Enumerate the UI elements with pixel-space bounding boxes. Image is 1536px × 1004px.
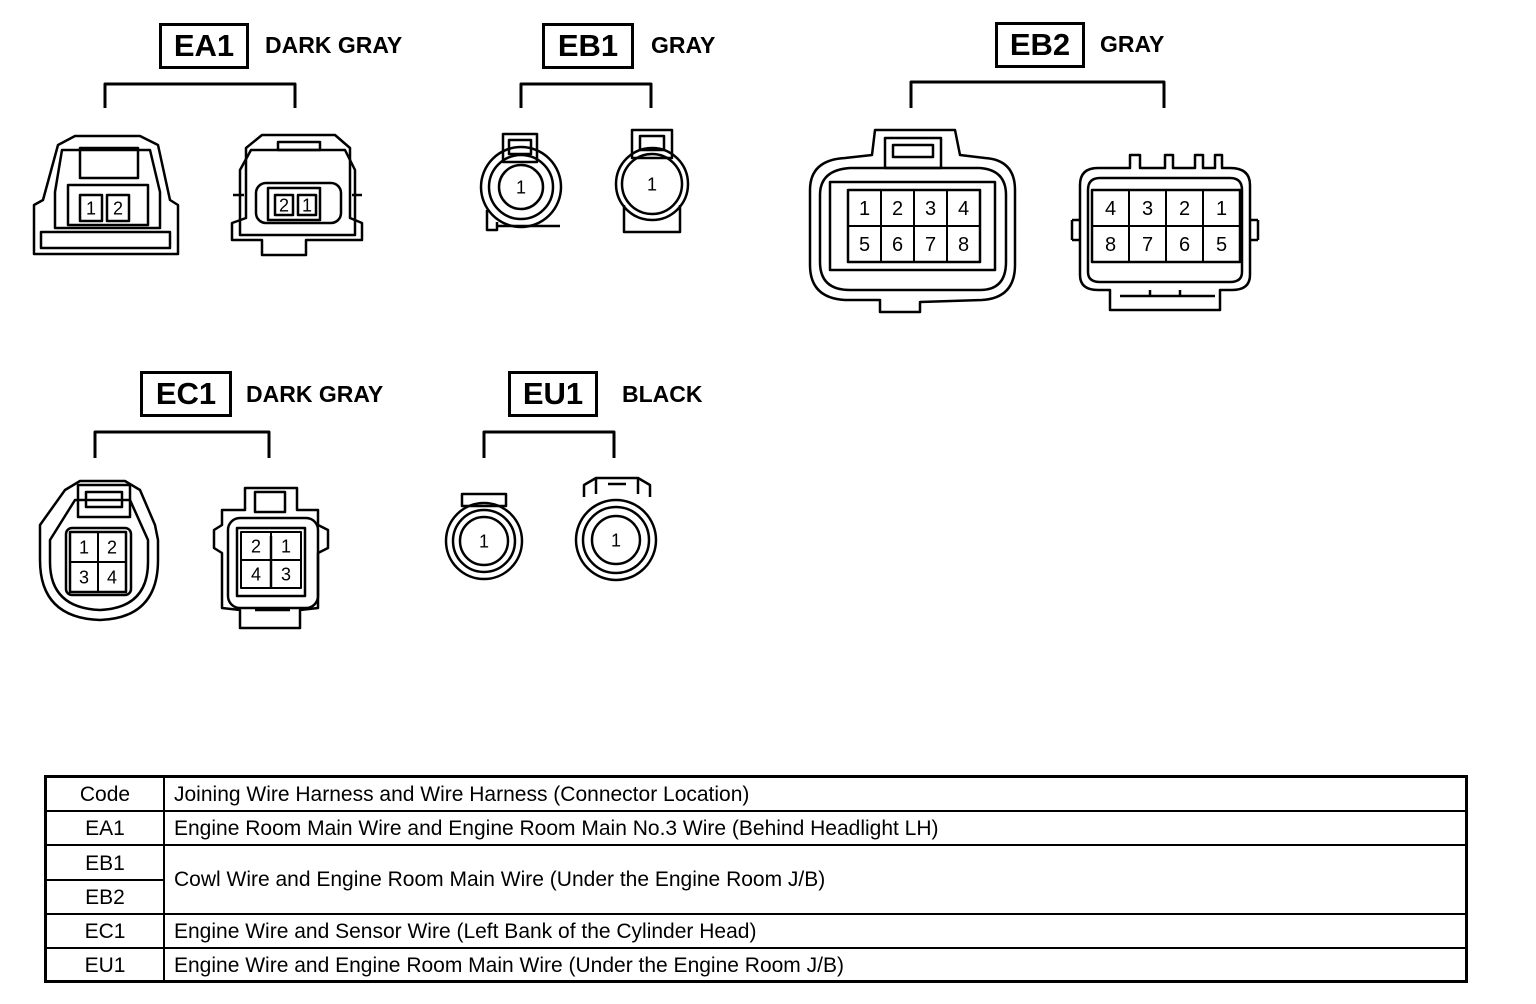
pin-cell — [274, 194, 294, 216]
table-row: EU1 Engine Wire and Engine Room Main Wir… — [47, 949, 1465, 983]
pin-number-ec1: 3 — [281, 564, 291, 584]
pin-number-eb1: 1 — [516, 177, 526, 197]
color-label-eb1: GRAY — [651, 32, 716, 58]
connector-ea1-right — [230, 133, 364, 257]
pin-cell — [297, 194, 317, 216]
bracket-eu1 — [482, 430, 616, 458]
table-row: EC1 Engine Wire and Sensor Wire (Left Ba… — [47, 915, 1465, 949]
pin-number-ec1: 2 — [251, 536, 261, 556]
table-divider — [163, 778, 165, 980]
pin-number-eb2: 3 — [925, 198, 936, 220]
table-cell-code: EA1 — [85, 817, 125, 840]
pin-number-ea1: 1 — [302, 195, 312, 215]
connector-location-table: Code Joining Wire Harness and Wire Harne… — [44, 775, 1468, 983]
bracket-eb2 — [909, 80, 1166, 108]
code-box-eu1: EU1 — [508, 371, 598, 417]
pin-number-ec1: 4 — [107, 567, 117, 587]
pin-cell — [946, 225, 981, 263]
pin-number-eb2: 6 — [1179, 234, 1190, 256]
pin-number-eu1: 1 — [611, 530, 621, 550]
pin-number-eb2: 2 — [1179, 198, 1190, 220]
pin-number-eu1: 1 — [479, 531, 489, 551]
pin-cell — [270, 559, 302, 589]
color-label-ec1: DARK GRAY — [246, 381, 384, 407]
color-label-ea1: DARK GRAY — [265, 32, 403, 58]
table-cell-code: EB1 — [85, 852, 125, 875]
bracket-ec1 — [93, 430, 271, 458]
connector-eb1-left — [479, 132, 563, 232]
pin-number-eb2: 7 — [1142, 234, 1153, 256]
code-box-eb2: EB2 — [995, 22, 1085, 68]
connector-eb1-right — [614, 128, 690, 234]
pin-number-eb2: 6 — [892, 234, 903, 256]
pin-cell — [97, 561, 127, 593]
pin-number-eb2: 5 — [1216, 234, 1227, 256]
pin-number-ea1: 1 — [86, 198, 96, 218]
color-label-eu1: BLACK — [622, 381, 703, 407]
pin-number-ec1: 4 — [251, 564, 261, 584]
bracket-eb1 — [519, 82, 653, 108]
pin-number-ea1: 2 — [279, 195, 289, 215]
table-cell-desc: Engine Wire and Sensor Wire (Left Bank o… — [174, 920, 757, 943]
pin-number-ec1: 1 — [281, 536, 291, 556]
table-cell-code: EU1 — [84, 954, 126, 977]
table-header-code: Code — [79, 783, 131, 806]
code-box-ec1: EC1 — [140, 371, 232, 417]
connector-eu1-right — [574, 476, 658, 582]
table-row: EB1 EB2 Cowl Wire and Engine Room Main W… — [47, 846, 1465, 915]
pin-number-eb2: 3 — [1142, 198, 1153, 220]
code-box-ea1: EA1 — [159, 23, 249, 69]
pin-number-ec1: 3 — [79, 567, 89, 587]
pin-number-eb2: 8 — [1105, 234, 1116, 256]
pin-cell — [1202, 225, 1241, 263]
code-box-eb1: EB1 — [542, 23, 634, 69]
pin-number-eb2: 1 — [859, 198, 870, 220]
table-header-desc: Joining Wire Harness and Wire Harness (C… — [174, 783, 750, 806]
pin-number-eb2: 5 — [859, 234, 870, 256]
pin-number-eb2: 4 — [1105, 198, 1116, 220]
table-row: EA1 Engine Room Main Wire and Engine Roo… — [47, 812, 1465, 846]
table-cell-code: EB2 — [85, 886, 125, 909]
connector-eu1-left — [444, 492, 524, 581]
table-cell-desc: Cowl Wire and Engine Room Main Wire (Und… — [174, 868, 826, 891]
table-cell-code: EC1 — [84, 920, 126, 943]
pin-number-eb2: 2 — [892, 198, 903, 220]
connector-ea1-left — [32, 134, 180, 256]
pin-number-eb2: 7 — [925, 234, 936, 256]
pin-number-eb2: 4 — [958, 198, 969, 220]
connector-eb2-left — [808, 128, 1017, 314]
table-cell-desc: Engine Room Main Wire and Engine Room Ma… — [174, 817, 939, 840]
pin-number-eb2: 8 — [958, 234, 969, 256]
pin-number-ec1: 1 — [79, 537, 89, 557]
table-cell-desc: Engine Wire and Engine Room Main Wire (U… — [174, 954, 844, 977]
table-sub-divider — [47, 879, 163, 881]
bracket-ea1 — [103, 82, 297, 108]
pin-number-eb1: 1 — [647, 174, 657, 194]
pin-number-ea1: 2 — [113, 198, 123, 218]
pin-number-ec1: 2 — [107, 537, 117, 557]
table-header-row: Code Joining Wire Harness and Wire Harne… — [47, 778, 1465, 812]
pin-number-eb2: 1 — [1216, 198, 1227, 220]
color-label-eb2: GRAY — [1100, 31, 1165, 57]
